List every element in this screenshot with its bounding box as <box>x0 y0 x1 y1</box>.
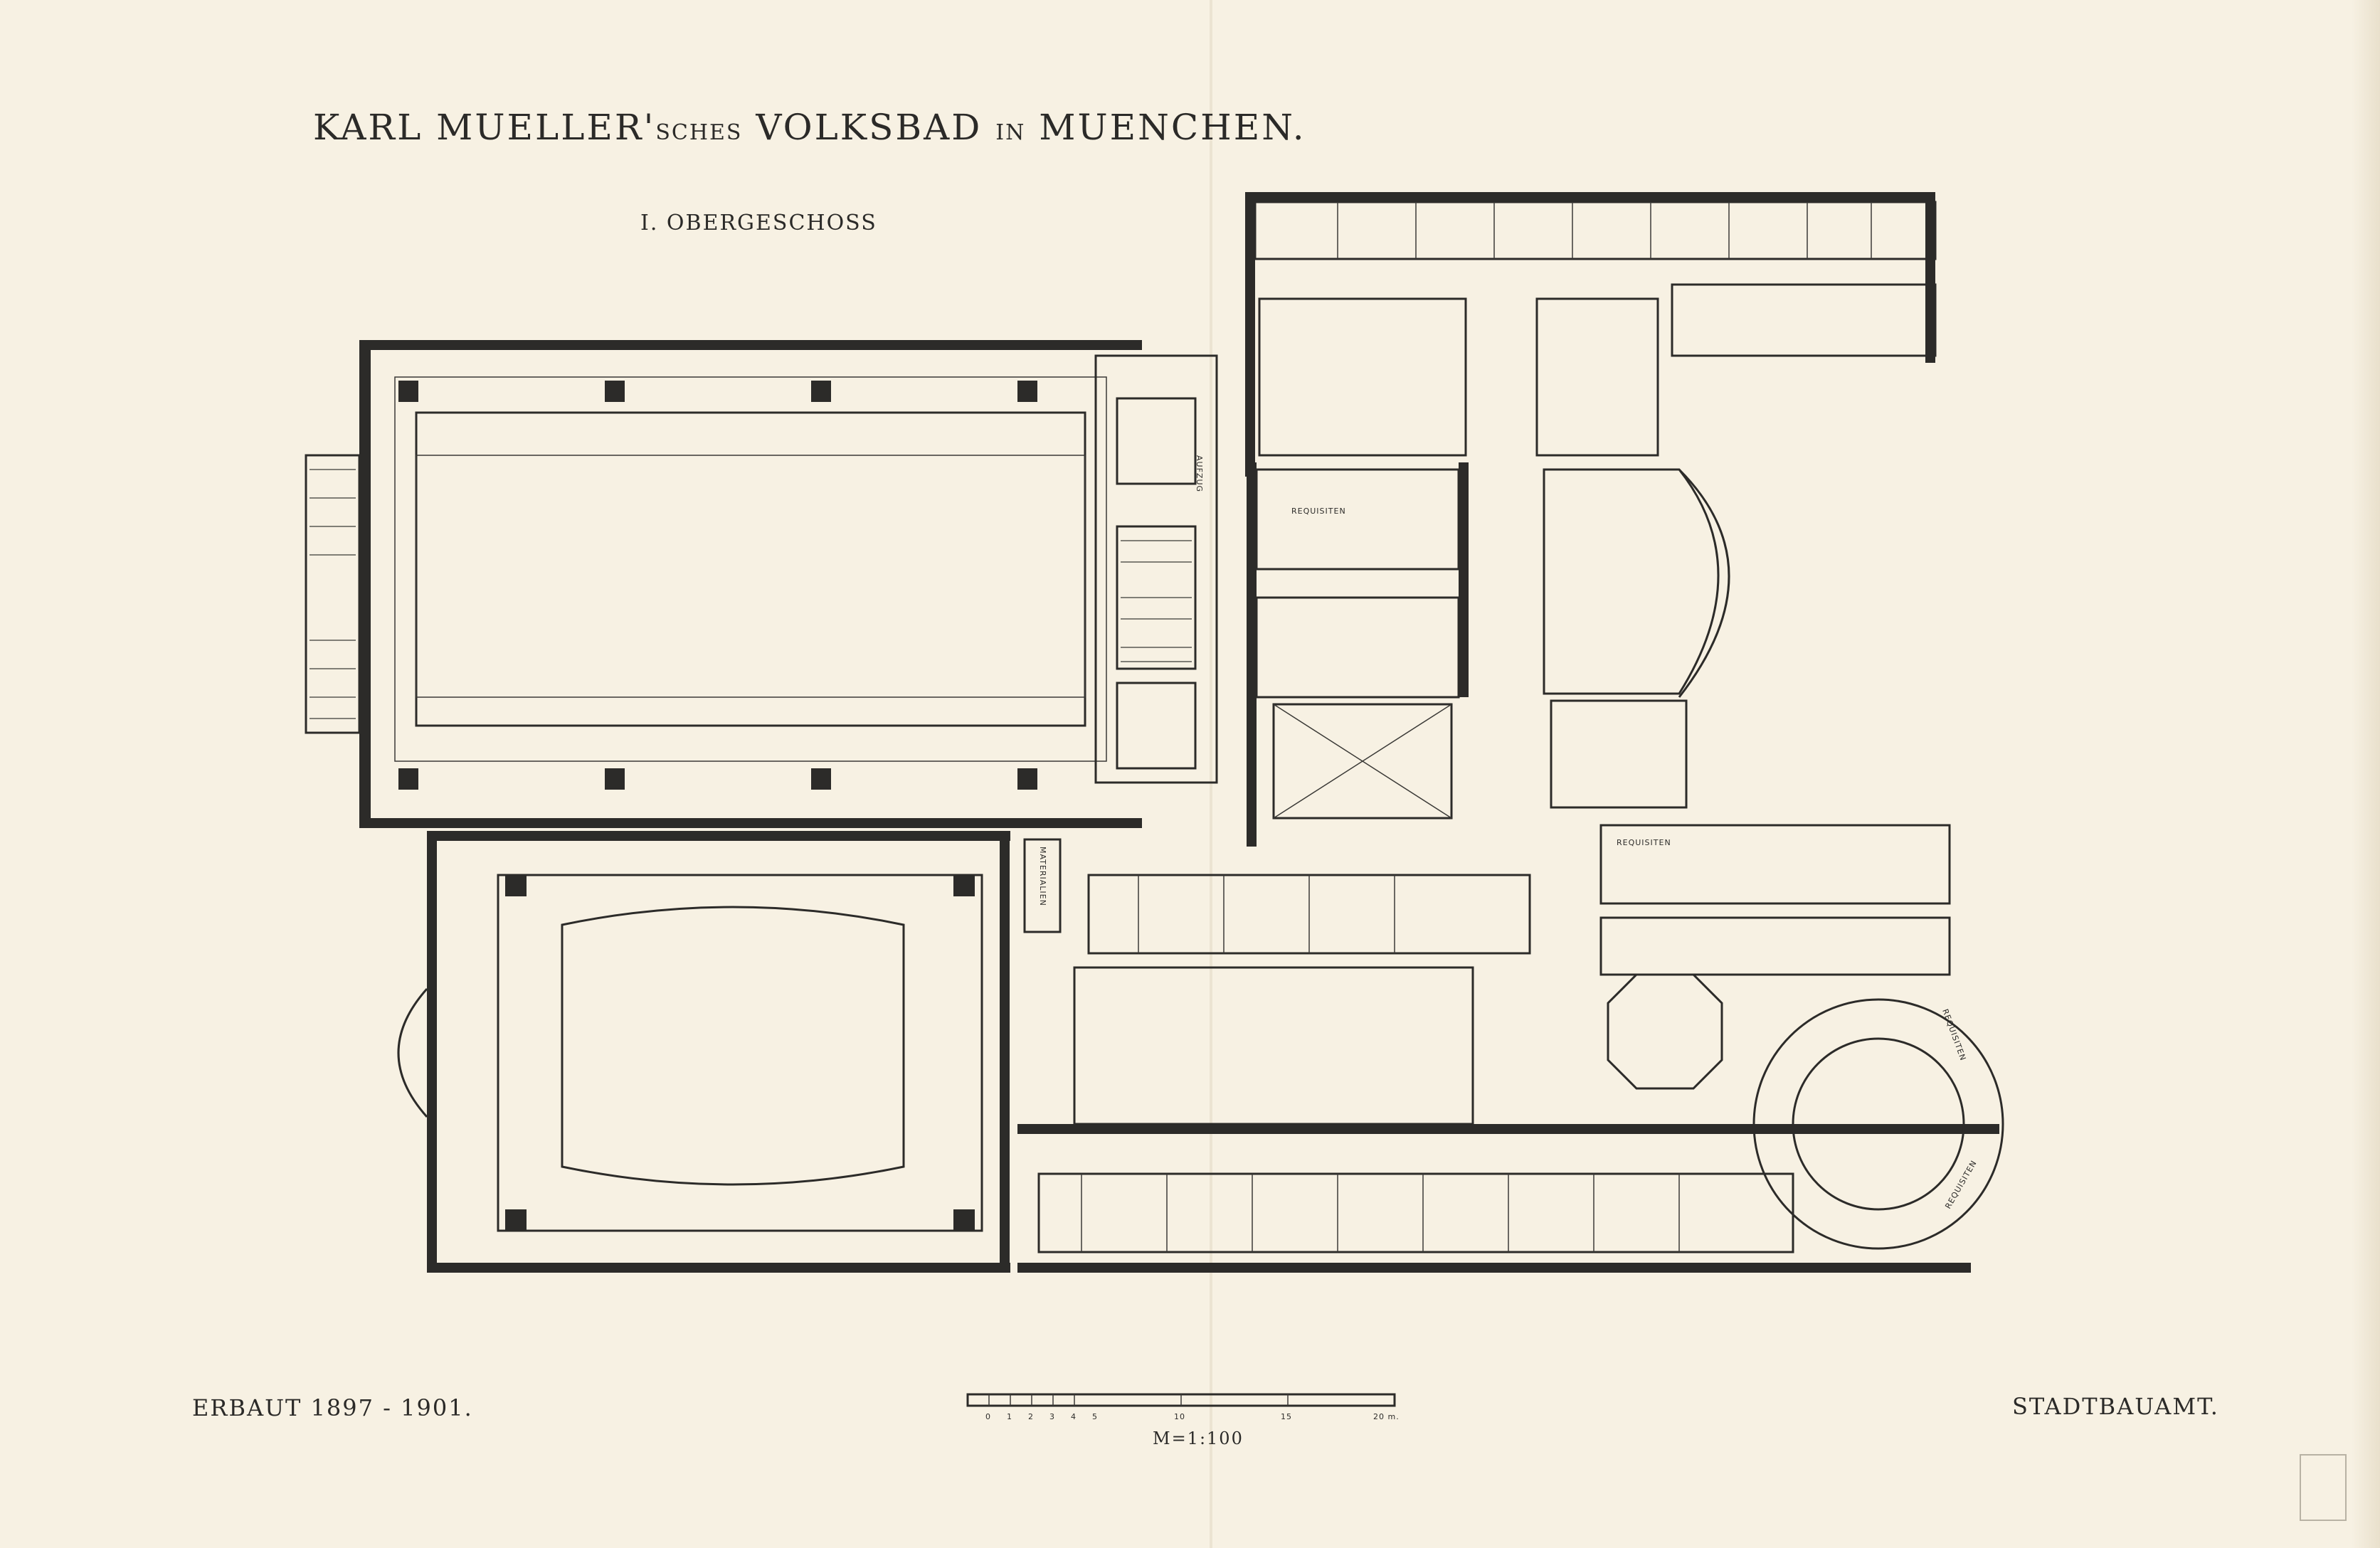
north-east-wing <box>1245 192 1937 477</box>
curved-bay <box>1543 468 1730 809</box>
scale-tick-0: 0 <box>985 1412 991 1421</box>
title-part1: KARL MUELLER' <box>313 107 656 148</box>
office-label: STADTBAUAMT. <box>2012 1393 2219 1420</box>
title-part5: MUENCHEN. <box>1039 107 1306 148</box>
east-block: REQUISITEN REQUISITEN REQUISITEN <box>1599 824 2004 1250</box>
scale-tick-2: 2 <box>1028 1412 1034 1421</box>
scale-tick-5: 5 <box>1092 1412 1098 1421</box>
title-part4: IN <box>995 120 1026 145</box>
scale-tick-3: 3 <box>1049 1412 1055 1421</box>
south-west-pool-hall <box>397 831 1010 1273</box>
scale-tick-10: 10 <box>1174 1412 1185 1421</box>
materialien-label: MATERIALIEN <box>1038 847 1047 906</box>
built-label: ERBAUT 1897 - 1901. <box>192 1394 473 1421</box>
paper-edge <box>2352 0 2380 1548</box>
central-stair-block: AUFZUG <box>1094 354 1218 784</box>
scale-bar: 0 1 2 3 4 5 10 15 20 m. <box>966 1393 1400 1421</box>
requisiten-label-2: REQUISITEN <box>1617 838 1671 847</box>
scale-label: M=1:100 <box>1153 1428 1244 1448</box>
scale-tick-4: 4 <box>1071 1412 1077 1421</box>
scale-tick-20: 20 m. <box>1373 1412 1400 1421</box>
title-part2: SCHES <box>655 120 743 145</box>
requisiten-label-4: REQUISITEN <box>1943 1159 1979 1211</box>
scale-tick-15: 15 <box>1281 1412 1292 1421</box>
floor-label: I. OBERGESCHOSS <box>640 211 877 235</box>
title-part3: VOLKSBAD <box>756 107 983 148</box>
aufzug-label: AUFZUG <box>1195 455 1204 492</box>
centre-cabins: REQUISITEN <box>1247 462 1469 847</box>
requisiten-label-1: REQUISITEN <box>1291 507 1346 516</box>
west-hall <box>305 340 1142 828</box>
requisiten-label-3: REQUISITEN <box>1940 1008 1967 1062</box>
plan-title: KARL MUELLER'SCHES VOLKSBAD IN MUENCHEN. <box>313 107 1306 148</box>
scale-tick-1: 1 <box>1007 1412 1012 1421</box>
fold-line <box>1210 0 1212 1548</box>
archive-stamp <box>2300 1454 2347 1521</box>
